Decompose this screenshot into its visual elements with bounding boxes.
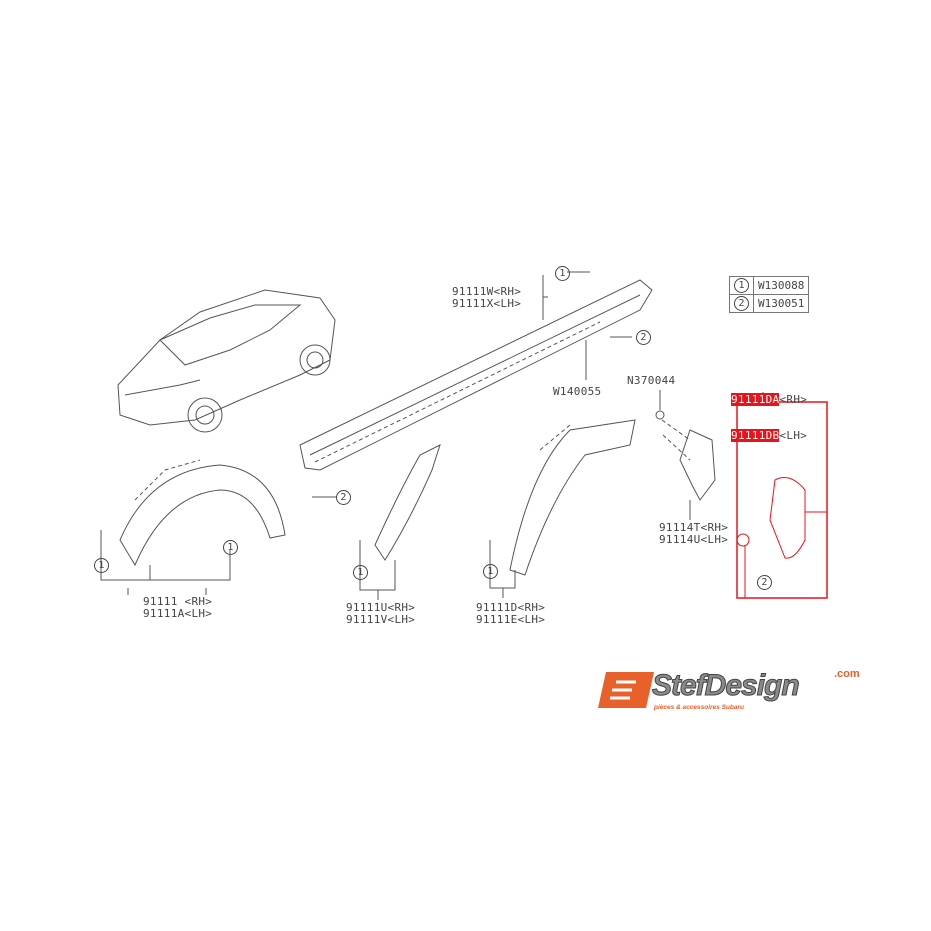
bracket-part <box>655 410 716 501</box>
callout-1: 1 <box>483 564 498 579</box>
label-bracket: 91114T<RH>91114U<LH> <box>659 521 729 546</box>
label-side-sill: 91111W<RH>91111X<LH> <box>452 285 522 310</box>
side-sill-part <box>299 279 653 471</box>
leader-lines <box>100 271 691 600</box>
callout-2: 2 <box>757 575 772 590</box>
label-rear-arch: 91111D<RH>91111E<LH> <box>476 601 546 626</box>
callout-2: 2 <box>636 330 651 345</box>
legend-part: W130088 <box>752 276 810 295</box>
car-illustration <box>117 289 336 433</box>
label-door-molding: 91111U<RH>91111V<LH> <box>346 601 416 626</box>
door-molding-part <box>374 444 441 561</box>
rear-arch-part <box>509 419 636 576</box>
label-w140055: W140055 <box>553 385 602 398</box>
logo-domain: .com <box>834 668 860 680</box>
label-mud-flap: 91111DA<RH> 91111DB<LH> <box>731 393 808 442</box>
label-n370044: N370044 <box>627 374 676 387</box>
callout-1: 1 <box>555 266 570 281</box>
callout-1: 1 <box>94 558 109 573</box>
callout-2: 2 <box>734 296 749 311</box>
legend-part: W130051 <box>752 294 810 313</box>
callout-1: 1 <box>223 540 238 555</box>
sd-monogram-icon <box>598 672 654 708</box>
front-arch-part <box>119 459 286 567</box>
callout-1: 1 <box>734 278 749 293</box>
label-front-arch: 91111 <RH>91111A<LH> <box>143 595 213 620</box>
logo-name: StefDesign <box>652 669 801 702</box>
callout-2: 2 <box>336 490 351 505</box>
logo-tagline: pièces & accessoires Subaru <box>654 704 744 711</box>
callout-1: 1 <box>353 565 368 580</box>
